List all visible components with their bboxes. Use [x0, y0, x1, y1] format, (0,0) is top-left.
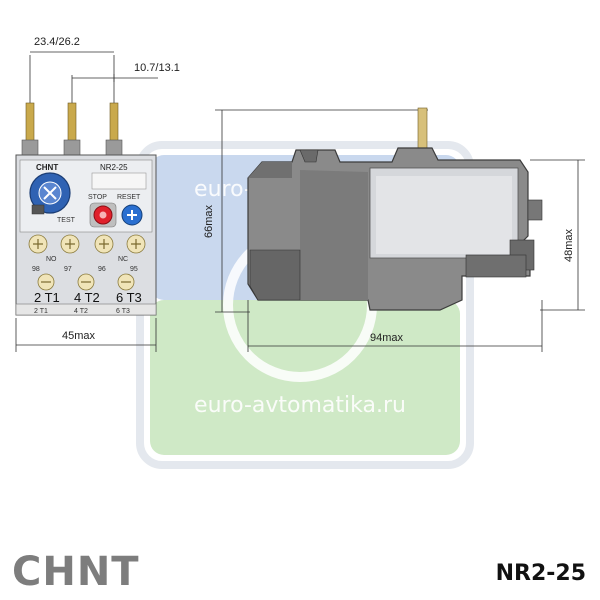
dial-cross-icon: [43, 186, 57, 200]
reset-plus-icon: [127, 210, 137, 220]
front-pins: [21, 102, 123, 157]
front-width-dimension: [15, 318, 157, 352]
main-terminal-screws: [37, 273, 135, 291]
side-pin: [417, 107, 428, 149]
main-terminal-t3-lower: 6 T3: [116, 308, 130, 315]
dimension-depth: 94max: [370, 332, 404, 344]
side-height-dimension: [215, 109, 428, 313]
main-terminal-t1: 2 T1: [34, 290, 60, 305]
front-brand: CHNT: [36, 163, 58, 172]
main-terminal-t2: 4 T2: [74, 290, 100, 305]
reset-label: RESET: [117, 194, 141, 201]
front-model: NR2-25: [100, 163, 128, 172]
front-top-dimensions: [29, 51, 158, 110]
main-terminal-t2-lower: 4 T2: [74, 308, 88, 315]
side-depth-height-dimension: [530, 159, 585, 311]
aux-terminal-97: 97: [64, 266, 72, 273]
test-label: TEST: [57, 217, 76, 224]
aux-terminal-95: 95: [130, 266, 138, 273]
dimension-width: 45max: [62, 330, 96, 342]
watermark-text-bottom: euro-avtomatika.ru: [194, 393, 406, 418]
main-terminal-t1-lower: 2 T1: [34, 308, 48, 315]
dimension-height: 66max: [203, 204, 215, 238]
aux-terminal-96: 96: [98, 266, 106, 273]
dimension-pitch: 23.4/26.2: [34, 36, 80, 48]
footer-model: NR2-25: [496, 561, 586, 586]
test-lever: [31, 204, 45, 215]
stop-label: STOP: [88, 194, 107, 201]
aux-terminal-98: 98: [32, 266, 40, 273]
dimension-depth-height: 48max: [563, 228, 575, 262]
nc-label: NC: [118, 256, 128, 263]
dimension-pin-offset: 10.7/13.1: [134, 62, 180, 74]
aux-terminals: [28, 234, 146, 254]
front-view: CHNT NR2-25 TEST STOP RESET NO NC 98: [15, 154, 157, 316]
footer-logo: CHNT: [12, 549, 140, 595]
front-window: [91, 172, 147, 190]
main-terminal-t3: 6 T3: [116, 290, 142, 305]
side-view: [247, 107, 543, 311]
side-depth-dimension: [247, 300, 543, 352]
no-label: NO: [46, 256, 57, 263]
